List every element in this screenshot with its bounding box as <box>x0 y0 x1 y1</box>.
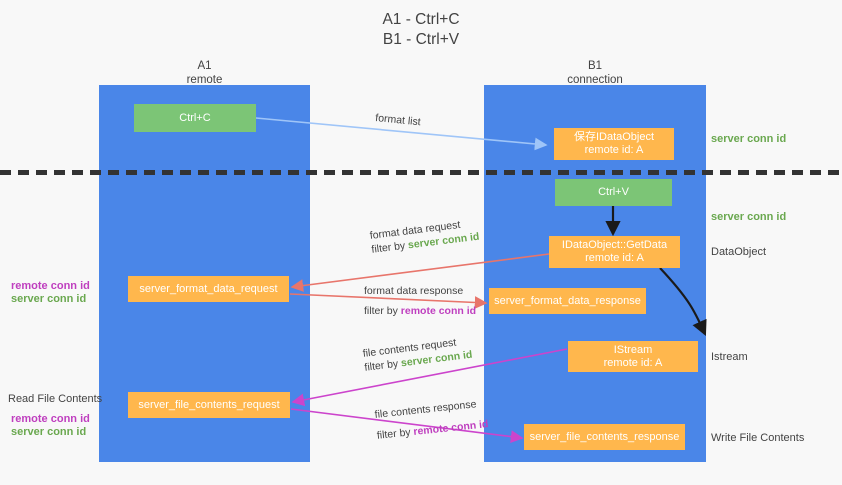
label-file-remote-conn-id: remote conn id <box>11 413 90 425</box>
edge-label-format-data-request: format data request filter by server con… <box>369 216 480 257</box>
filter-target-file-response: remote conn id <box>412 418 489 438</box>
filter-target-format-response: remote conn id <box>400 305 477 317</box>
edge-label-format-list: format list <box>375 111 422 129</box>
node-ctrl-c[interactable]: Ctrl+C <box>134 104 256 132</box>
label-read-file-contents: Read File Contents <box>8 393 103 405</box>
node-server-format-data-request[interactable]: server_format_data_request <box>128 276 289 302</box>
filter-prefix-file-response: filter by <box>376 426 415 442</box>
filter-prefix-format-response: filter by <box>364 305 401 317</box>
node-store-idataobject[interactable]: 保存IDataObject remote id: A <box>554 128 674 160</box>
label-file-server-conn-id: server conn id <box>11 426 87 438</box>
edge-label-file-contents-response-text: file contents response <box>374 398 477 421</box>
node-server-format-data-response[interactable]: server_format_data_response <box>489 288 646 314</box>
edge-label-format-data-response: format data response filter by remote co… <box>364 284 476 318</box>
node-server-file-contents-response[interactable]: server_file_contents_response <box>524 424 685 450</box>
edge-label-format-data-response-text: format data response <box>364 285 464 297</box>
label-format-remote-conn-id: remote conn id <box>11 280 90 292</box>
label-format-server-conn-id: server conn id <box>11 293 87 305</box>
phase-divider <box>0 170 842 175</box>
edge-label-file-contents-request: file contents request filter by server c… <box>362 334 473 375</box>
node-server-file-contents-request[interactable]: server_file_contents_request <box>128 392 290 418</box>
filter-prefix-file-request: filter by <box>363 357 402 374</box>
edge-label-file-contents-response: file contents response filter by remote … <box>374 396 489 443</box>
node-ctrl-v[interactable]: Ctrl+V <box>555 179 672 206</box>
node-istream[interactable]: IStream remote id: A <box>568 341 698 372</box>
label-dataobject: DataObject <box>711 246 767 258</box>
column-header-b1: B1 connection <box>567 60 623 86</box>
page-title: A1 - Ctrl+C B1 - Ctrl+V <box>382 11 460 48</box>
filter-prefix-format-request: filter by <box>370 239 409 256</box>
label-write-file-contents: Write File Contents <box>711 432 805 444</box>
column-header-a1: A1 remote <box>186 60 223 86</box>
label-server-conn-id-mid: server conn id <box>711 211 787 223</box>
edge-label-format-list-text: format list <box>374 111 422 129</box>
label-istream: Istream <box>711 351 748 363</box>
node-idataobject-getdata[interactable]: IDataObject::GetData remote id: A <box>549 236 680 268</box>
label-server-conn-id-top: server conn id <box>711 133 787 145</box>
